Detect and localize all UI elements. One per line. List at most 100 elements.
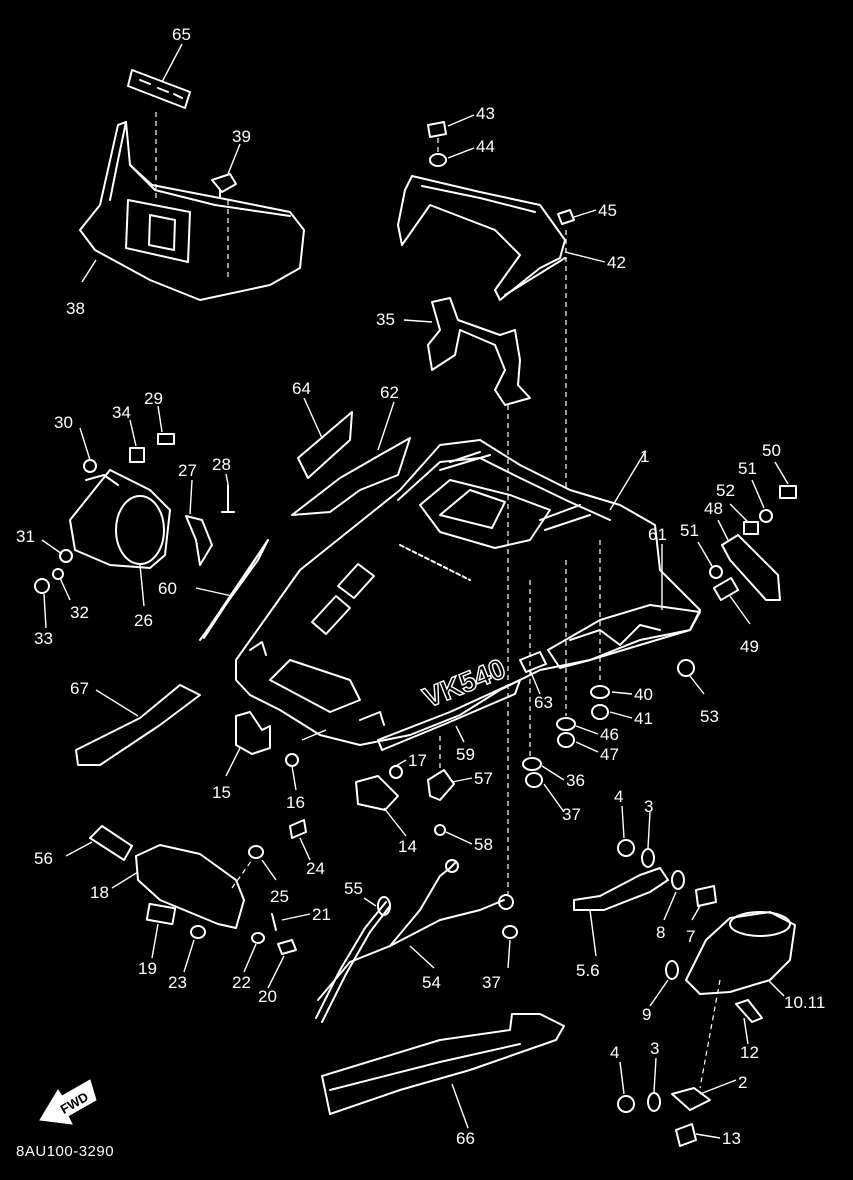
part-1011-airbox <box>685 911 796 995</box>
part-60-strip <box>199 539 269 641</box>
callout-57: 57 <box>474 769 493 788</box>
callout-36: 36 <box>566 771 585 790</box>
callout-15: 15 <box>212 783 231 802</box>
callout-53: 53 <box>700 707 719 726</box>
callout-62: 62 <box>380 383 399 402</box>
callout-14: 14 <box>398 837 417 856</box>
callout-61: 61 <box>648 525 667 544</box>
part-53-nut <box>677 659 695 677</box>
part-13-screw <box>675 1123 697 1147</box>
part-37b-grommet <box>502 925 518 939</box>
part-51a-washer <box>759 509 773 523</box>
callout-31: 31 <box>16 527 35 546</box>
part-44-washer <box>429 153 447 167</box>
part-33-nut <box>34 578 50 594</box>
part-3a-washer <box>641 848 655 868</box>
part-7-bolt <box>695 885 717 907</box>
callout-66: 66 <box>456 1129 475 1148</box>
callout-21: 21 <box>312 905 331 924</box>
part-27-clip <box>185 515 213 566</box>
part-40-grommet <box>590 685 610 699</box>
callout-56: 56 <box>34 849 53 868</box>
callout-49: 49 <box>740 637 759 656</box>
callout-37a: 37 <box>562 805 581 824</box>
callout-35: 35 <box>376 310 395 329</box>
part-66-panel <box>321 1013 565 1115</box>
callout-23: 23 <box>168 973 187 992</box>
callout-26: 26 <box>134 611 153 630</box>
part-50-bolt <box>779 485 797 499</box>
part-41-grommet <box>591 704 609 720</box>
part-63-emblem <box>519 651 547 673</box>
part-43-bolt <box>427 121 447 138</box>
callout-24: 24 <box>306 859 325 878</box>
part-65-emblem <box>127 69 191 109</box>
part-22-grommet <box>251 932 265 944</box>
part-47-grommet <box>557 732 575 748</box>
callout-63: 63 <box>534 693 553 712</box>
callout-4a: 4 <box>614 787 623 806</box>
part-9-washer <box>665 960 679 980</box>
part-39-clip <box>211 173 237 199</box>
part-15-bracket <box>235 711 271 755</box>
part-56-decal <box>89 825 133 861</box>
part-26-housing <box>69 469 171 569</box>
callout-3a: 3 <box>644 797 653 816</box>
part-8-washer <box>671 870 685 890</box>
callout-1: 1 <box>640 447 649 466</box>
callout-2: 2 <box>738 1073 747 1092</box>
part-20-screw <box>277 939 297 955</box>
callout-46: 46 <box>600 725 619 744</box>
part-32-washer <box>52 568 64 580</box>
part-29-bolt <box>157 433 175 445</box>
part-14-bracket <box>355 775 399 811</box>
callout-3b: 3 <box>650 1039 659 1058</box>
part-56-strap <box>573 867 669 911</box>
callout-52: 52 <box>716 481 735 500</box>
diagram-code: 8AU100-3290 <box>16 1143 114 1160</box>
callout-9: 9 <box>642 1005 651 1024</box>
part-49-bushing <box>712 576 740 602</box>
part-2-clip <box>671 1087 711 1111</box>
callout-4b: 4 <box>610 1043 619 1062</box>
callout-18: 18 <box>90 883 109 902</box>
part-4a-nut <box>617 839 635 857</box>
callout-20: 20 <box>258 987 277 1006</box>
callout-25: 25 <box>270 887 289 906</box>
part-28-pin <box>221 484 235 513</box>
part-35-bracket <box>427 297 531 406</box>
callout-10-11: 10.11 <box>784 993 825 1012</box>
callout-37b: 37 <box>482 973 501 992</box>
part-24-screw <box>289 819 307 839</box>
callout-43: 43 <box>476 104 495 123</box>
callout-42: 42 <box>607 253 626 272</box>
callout-38: 38 <box>66 299 85 318</box>
callout-44: 44 <box>476 137 495 156</box>
part-51b-washer <box>709 565 723 579</box>
part-61-decal <box>547 604 701 669</box>
part-52-collar <box>743 521 759 535</box>
callout-45: 45 <box>598 201 617 220</box>
callout-19: 19 <box>138 959 157 978</box>
callout-13: 13 <box>722 1129 741 1148</box>
part-3b-washer <box>647 1092 661 1112</box>
callout-40: 40 <box>634 685 653 704</box>
part-4b-nut <box>617 1095 635 1113</box>
part-42-visor <box>397 175 566 301</box>
callout-67: 67 <box>70 679 89 698</box>
part-12-bolt <box>735 999 763 1023</box>
callout-5-6: 5.6 <box>576 961 600 980</box>
callout-33: 33 <box>34 629 53 648</box>
callout-51b: 51 <box>680 521 699 540</box>
part-54-harness <box>317 859 514 1001</box>
part-25-grommet <box>248 845 264 859</box>
callout-41: 41 <box>634 709 653 728</box>
callout-48: 48 <box>704 499 723 518</box>
callout-47: 47 <box>600 745 619 764</box>
callout-60: 60 <box>158 579 177 598</box>
part-38-cowl <box>79 121 305 301</box>
part-19-bracket <box>145 902 177 926</box>
callout-59: 59 <box>456 745 475 764</box>
part-59-strip <box>377 679 521 751</box>
